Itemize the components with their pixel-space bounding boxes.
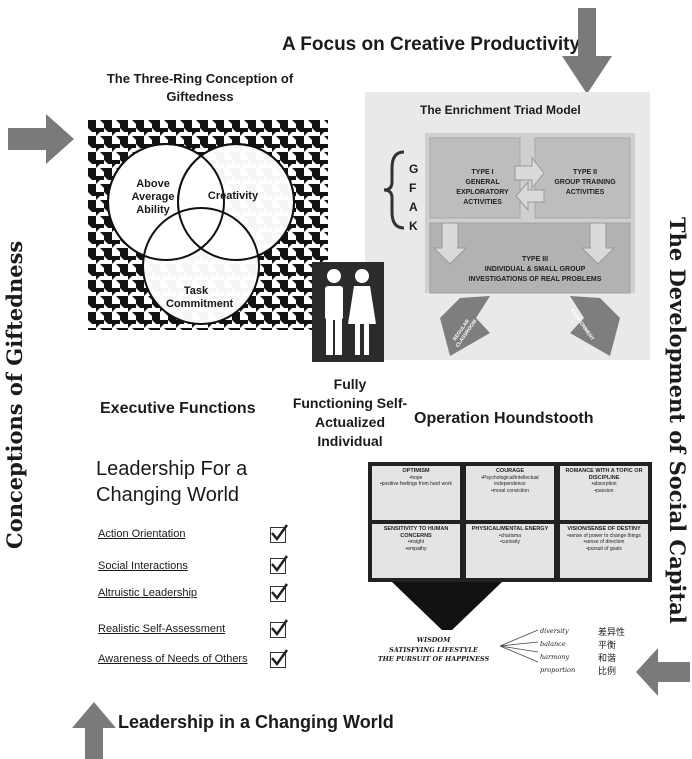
houndstooth-cell-body: •charisma •curiosity — [498, 532, 522, 546]
wisdom-line: WISDOM — [416, 636, 451, 644]
branch-lines — [500, 629, 539, 663]
people-figure — [312, 262, 384, 362]
houndstooth-cell: SENSITIVITY TO HUMAN CONCERNS •insight •… — [372, 524, 460, 578]
branch-cjk-term: 比例 — [598, 666, 617, 676]
branch-term: balance — [540, 640, 566, 648]
houndstooth-cell: VISION/SENSE OF DESTINY •sense of power … — [560, 524, 648, 578]
wisdom-block: WISDOM SATISFYING LIFESTYLE THE PURSUIT … — [366, 636, 501, 665]
houndstooth-cell: OPTIMISM •hope •positive feelings from h… — [372, 466, 460, 520]
houndstooth-cell-title: COURAGE — [495, 468, 525, 474]
checkbox-checked-icon — [270, 619, 289, 638]
triad-type-1: TYPE I GENERAL EXPLORATORY ACTIVITIES — [456, 169, 509, 206]
houndstooth-cell: ROMANCE WITH A TOPIC OR DISCIPLINE •abso… — [560, 466, 648, 520]
down-arrow-icon — [562, 8, 612, 94]
checklist-item: Action Orientation — [98, 528, 186, 540]
checklist-item: Awareness of Needs of Others — [98, 653, 248, 665]
wisdom-line: SATISFYING LIFESTYLE — [389, 645, 478, 654]
fully-functioning-label: Fully Functioning Self-Actualized Indivi… — [292, 376, 408, 449]
houndstooth-cell: PHYSICAL/MENTAL ENERGY •charisma •curios… — [466, 524, 554, 578]
houndstooth-cell-body: •sense of power to change things •sense … — [567, 532, 641, 552]
creative-productivity-heading: A Focus on Creative Productivity — [282, 34, 581, 55]
ring-task-commitment: Task Commitment — [166, 285, 234, 310]
checklist-item: Altruistic Leadership — [98, 587, 198, 599]
up-arrow-icon — [72, 702, 116, 759]
enrichment-triad-title: The Enrichment Triad Model — [420, 103, 581, 117]
ring-above-average-ability: Above Average Ability — [131, 178, 175, 216]
operation-houndstooth-heading: Operation Houndstooth — [414, 410, 594, 427]
houndstooth-cell-title: PHYSICAL/MENTAL ENERGY — [471, 526, 549, 532]
man-woman-icon — [325, 269, 376, 355]
branch-term: proportion — [540, 666, 576, 674]
triad-type-3: TYPE III INDIVIDUAL & SMALL GROUP INVEST… — [468, 256, 602, 283]
leadership-heading: Leadership in a Changing World — [118, 712, 394, 732]
houndstooth-cell-title: ROMANCE WITH A TOPIC OR DISCIPLINE — [565, 468, 643, 481]
conceptions-of-giftedness-label: Conceptions of Giftedness — [2, 240, 27, 550]
checklist-item: Social Interactions — [98, 560, 188, 572]
ring-creativity: Creativity — [207, 190, 259, 202]
checklist-item: Realistic Self-Assessment — [98, 623, 226, 635]
funnel-triangle — [392, 582, 502, 630]
wisdom-line: THE PURSUIT OF HAPPINESS — [377, 655, 490, 663]
right-arrow-icon — [8, 114, 74, 164]
houndstooth-cell-body: •absorption •passion — [591, 481, 617, 494]
houndstooth-cell-title: OPTIMISM — [402, 468, 430, 474]
branch-term: diversity — [540, 627, 569, 635]
houndstooth-cell-body: •Psychological/intellectual independence… — [481, 474, 539, 494]
checkbox-checked-icon — [270, 649, 289, 668]
brace-icon — [383, 150, 405, 230]
branch-term: harmony — [540, 653, 570, 661]
branch-cjk-term: 和谐 — [598, 653, 617, 663]
triad-type-2: TYPE II GROUP TRAINING ACTIVITIES — [554, 169, 616, 196]
three-ring-title: The Three-Ring Conception of Giftedness — [106, 71, 294, 104]
left-arrow-icon — [636, 648, 690, 696]
houndstooth-cell-title: SENSITIVITY TO HUMAN CONCERNS — [383, 526, 449, 539]
leadership-checklist-title: Leadership For a Changing World — [96, 458, 248, 506]
gfak-letters: G F A K — [409, 162, 420, 233]
houndstooth-components-grid: OPTIMISM •hope •positive feelings from h… — [368, 462, 652, 582]
houndstooth-cell-title: VISION/SENSE OF DESTINY — [567, 526, 641, 532]
triad-model-diagram — [425, 133, 635, 356]
executive-functions-heading: Executive Functions — [100, 400, 256, 417]
branch-cjk-term: 平衡 — [598, 640, 617, 650]
checkbox-checked-icon — [270, 555, 289, 574]
social-capital-label: The Development of Social Capital — [665, 216, 690, 624]
houndstooth-cell-body: •insight •empathy — [405, 539, 427, 552]
checkbox-checked-icon — [270, 583, 289, 602]
branch-cjk-term: 差异性 — [598, 627, 626, 637]
houndstooth-cell: COURAGE •Psychological/intellectual inde… — [466, 466, 554, 520]
houndstooth-cell-body: •hope •positive feelings from hard work — [379, 474, 453, 488]
checkbox-checked-icon — [270, 524, 289, 543]
three-ring-diagram — [88, 120, 328, 330]
